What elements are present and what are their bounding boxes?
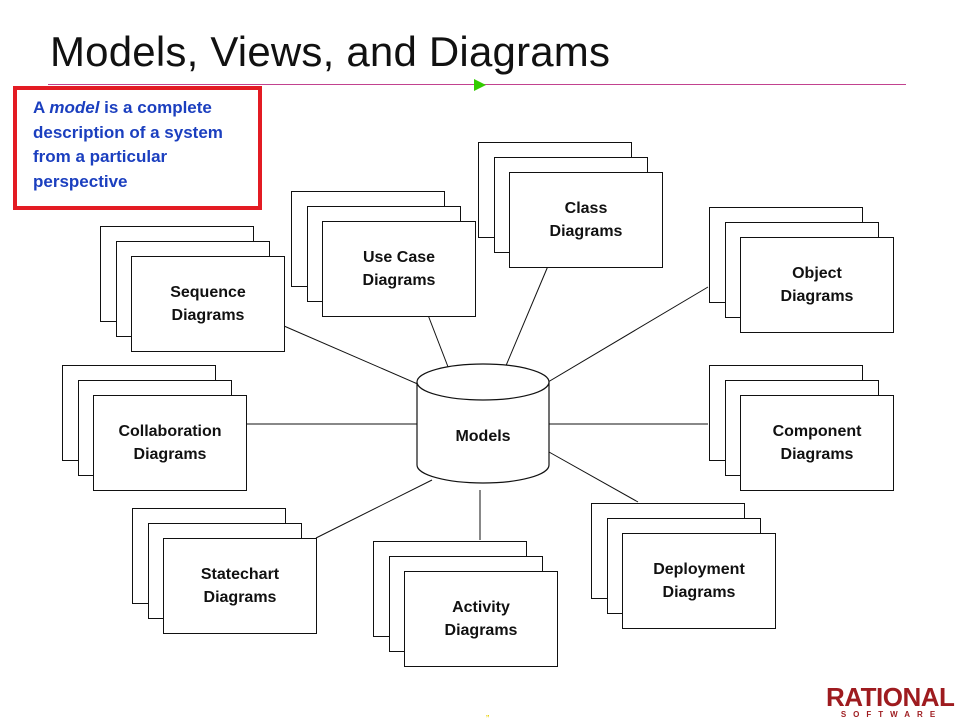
card-front: Collaboration Diagrams bbox=[93, 395, 247, 491]
callout-rest: is a complete description of a system fr… bbox=[33, 98, 223, 191]
slide-title: Models, Views, and Diagrams bbox=[50, 28, 611, 75]
logo-line-1: RATIONAL bbox=[826, 682, 955, 712]
definition-callout: A model is a complete description of a s… bbox=[13, 86, 262, 210]
connector-sequence bbox=[283, 325, 421, 386]
statechart-diagrams-label: Statechart Diagrams bbox=[200, 566, 280, 606]
models-label: Models bbox=[455, 428, 511, 445]
card-front: Class Diagrams bbox=[509, 172, 663, 268]
activity-diagrams-label: Activity Diagrams bbox=[444, 599, 518, 639]
callout-text: A model is a complete description of a s… bbox=[17, 90, 258, 194]
cylinder-body bbox=[416, 382, 550, 484]
card-front: Object Diagrams bbox=[740, 237, 894, 333]
connector-class bbox=[504, 265, 549, 369]
logo-line-2: SOFTWARE bbox=[840, 710, 943, 719]
connector-object bbox=[547, 286, 709, 383]
title-arrow-icon bbox=[474, 79, 486, 91]
connectors bbox=[246, 265, 709, 540]
callout-prefix: A bbox=[33, 98, 50, 117]
use-case-diagrams-label: Use Case Diagrams bbox=[362, 249, 436, 289]
connector-deployment bbox=[548, 451, 639, 503]
class-diagrams-label: Class Diagrams bbox=[549, 200, 623, 240]
callout-emphasis: model bbox=[49, 98, 100, 117]
card-front: Sequence Diagrams bbox=[131, 256, 285, 352]
card-front: Statechart Diagrams bbox=[163, 538, 317, 634]
connector-statechart bbox=[315, 479, 433, 539]
footer-mark-icon: „ bbox=[486, 708, 490, 719]
component-diagrams-label: Component Diagrams bbox=[772, 423, 862, 463]
cylinder-top bbox=[416, 363, 550, 401]
card-front: Component Diagrams bbox=[740, 395, 894, 491]
object-diagrams-label: Object Diagrams bbox=[780, 265, 854, 305]
models-cylinder bbox=[416, 363, 550, 484]
deployment-diagrams-label: Deployment Diagrams bbox=[653, 561, 745, 601]
card-front: Activity Diagrams bbox=[404, 571, 558, 667]
sequence-diagrams-label: Sequence Diagrams bbox=[170, 284, 246, 324]
card-front: Use Case Diagrams bbox=[322, 221, 476, 317]
collaboration-diagrams-label: Collaboration Diagrams bbox=[118, 423, 222, 463]
card-front: Deployment Diagrams bbox=[622, 533, 776, 629]
rational-logo: RATIONAL SOFTWARE bbox=[826, 682, 955, 720]
connector-use-case bbox=[427, 314, 451, 373]
